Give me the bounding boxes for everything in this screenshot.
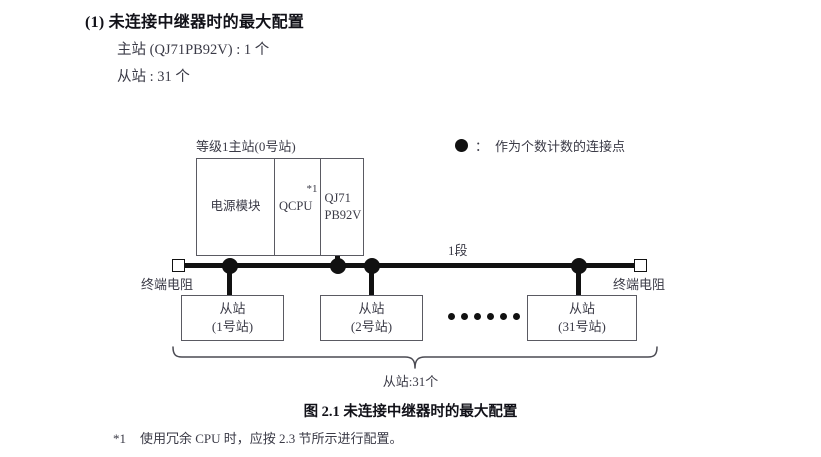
slave1-drop-lead <box>227 266 232 296</box>
slaves-brace-label: 从站:31个 <box>382 374 439 389</box>
connection-node-master <box>330 258 346 274</box>
terminating-resistor-left-label: 终端电阻 <box>141 277 194 292</box>
master-station-rack: 电源模块 QCPU *1 QJ71 PB92V <box>196 158 364 256</box>
module-qj71pb92v: QJ71 PB92V <box>319 159 364 255</box>
footnote-text: 使用冗余 CPU 时，应按 2.3 节所示进行配置。 <box>140 431 403 446</box>
segment-label: 1段 <box>448 243 468 258</box>
slave-station-2: 从站 (2号站) <box>320 295 423 341</box>
terminating-resistor-right-icon <box>634 259 647 272</box>
ellipsis-dot <box>513 313 520 320</box>
slave-station-1-number: (1号站) <box>211 319 254 334</box>
module-qj71pb92v-label: QJ71 PB92V <box>325 190 362 224</box>
ellipsis-dot <box>474 313 481 320</box>
rack-label: 等级1主站(0号站) <box>196 139 296 154</box>
heading-subline-master: 主站 (QJ71PB92V) : 1 个 <box>117 42 270 58</box>
figure-caption: 图 2.1 未连接中继器时的最大配置 <box>303 404 518 420</box>
footnote-mark: *1 <box>113 431 126 446</box>
module-qj71pb92v-line1: QJ71 <box>324 191 351 206</box>
section-number: (1) <box>85 14 105 31</box>
slave-station-31-title: 从站 <box>568 301 595 317</box>
legend-separator: ： <box>475 139 489 154</box>
slave-station-31-number: (31号站) <box>558 319 606 334</box>
heading-subline-slave: 从站 : 31 个 <box>117 69 190 85</box>
terminating-resistor-right-label: 终端电阻 <box>613 277 666 292</box>
slave-station-1-title: 从站 <box>219 301 246 317</box>
module-power-supply: 电源模块 <box>197 159 274 255</box>
module-qcpu-label: QCPU <box>279 199 313 214</box>
ellipsis-dot <box>500 313 507 320</box>
slave-station-31: 从站 (31号站) <box>527 295 637 341</box>
brace-icon <box>172 346 658 369</box>
module-qcpu: QCPU *1 <box>274 159 319 255</box>
ellipsis-dot <box>448 313 455 320</box>
terminating-resistor-left-icon <box>172 259 185 272</box>
slave-station-2-number: (2号站) <box>350 319 393 334</box>
slave-station-2-title: 从站 <box>358 301 385 317</box>
ellipsis-dot <box>487 313 494 320</box>
section-heading: (1)未连接中继器时的最大配置 <box>85 8 304 32</box>
slaves-ellipsis <box>448 313 520 320</box>
module-qcpu-footnote-mark: *1 <box>306 183 318 195</box>
legend: ： 作为个数计数的连接点 <box>455 136 625 155</box>
filled-circle-icon <box>455 139 468 152</box>
slave2-drop-lead <box>369 266 374 296</box>
module-qj71pb92v-line2: PB92V <box>324 208 362 222</box>
slave-station-1: 从站 (1号站) <box>181 295 284 341</box>
section-title: 未连接中继器时的最大配置 <box>108 14 305 31</box>
slaves-brace <box>165 346 665 377</box>
module-power-supply-label: 电源模块 <box>210 199 261 214</box>
figure-footnote: *1 使用冗余 CPU 时，应按 2.3 节所示进行配置。 <box>113 428 403 447</box>
trunk-bus-line <box>178 263 640 268</box>
ellipsis-dot <box>461 313 468 320</box>
legend-label: 作为个数计数的连接点 <box>495 139 626 154</box>
slave31-drop-lead <box>576 266 581 296</box>
